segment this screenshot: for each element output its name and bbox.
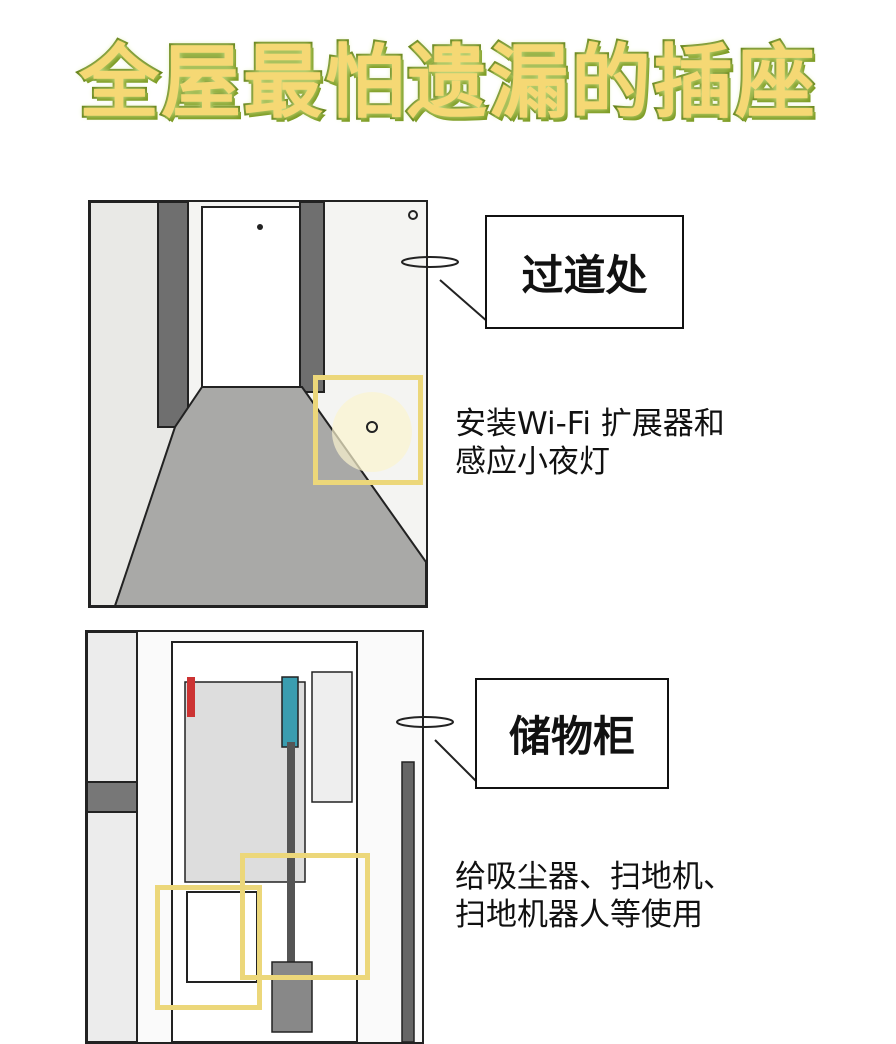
page-title: 全屋最怕遗漏的插座 <box>77 34 817 131</box>
hallway-illustration <box>88 200 428 608</box>
description-cabinet: 给吸尘器、扫地机、 扫地机器人等使用 <box>455 858 734 934</box>
hallway-drawing <box>90 202 426 606</box>
description-hallway: 安装Wi-Fi 扩展器和 感应小夜灯 <box>455 405 725 481</box>
label-hallway: 过道处 <box>485 215 684 329</box>
description-line: 感应小夜灯 <box>455 444 610 480</box>
outlet-highlight-right <box>240 853 370 980</box>
callout-connector <box>401 256 489 323</box>
outlet-highlight <box>313 375 423 485</box>
callout-connector <box>396 716 478 783</box>
description-line: 扫地机器人等使用 <box>455 897 703 933</box>
label-cabinet: 储物柜 <box>475 678 669 789</box>
description-line: 安装Wi-Fi 扩展器和 <box>455 406 725 442</box>
outlet-highlight-left <box>155 885 262 1010</box>
description-line: 给吸尘器、扫地机、 <box>455 859 734 895</box>
